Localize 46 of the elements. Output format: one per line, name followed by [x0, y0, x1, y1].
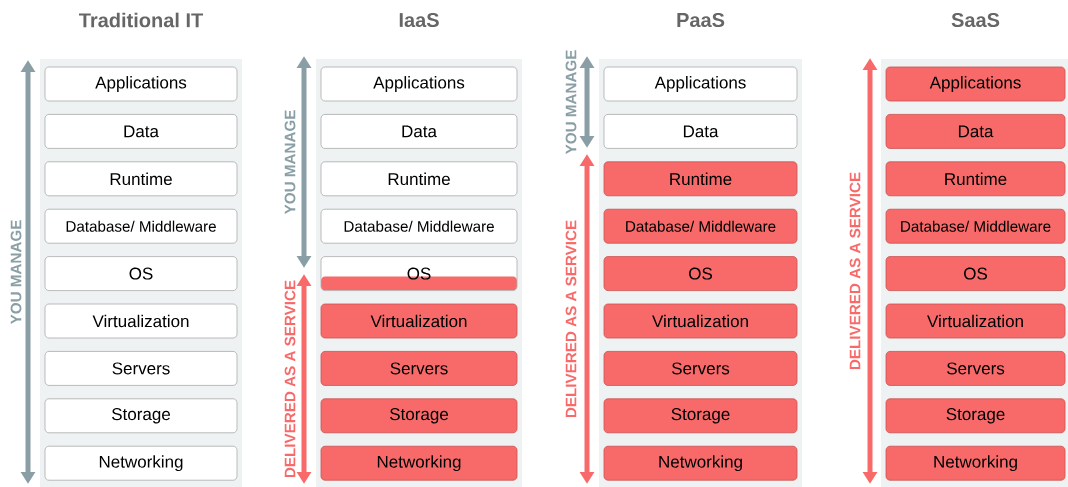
layer-box: Database/ Middleware — [603, 208, 798, 244]
layer-box: Storage — [44, 398, 238, 434]
layer-box: Storage — [885, 398, 1066, 434]
layer-box: Runtime — [44, 161, 238, 197]
span-label: DELIVERED AS A SERVICE — [565, 220, 577, 418]
layer-box: Database/ Middleware — [44, 208, 238, 244]
layer-box: Virtualization — [44, 303, 238, 339]
layer-box: Networking — [44, 445, 238, 481]
layer-box: Networking — [603, 445, 798, 481]
layer-box: Runtime — [320, 161, 518, 197]
layer-box: Servers — [44, 351, 238, 386]
layer-box: Runtime — [603, 161, 798, 197]
layer-box: Database/ Middleware — [885, 208, 1066, 244]
column-heading: PaaS — [677, 12, 725, 28]
layer-box: Data — [44, 114, 238, 149]
layer-box: OS — [885, 256, 1066, 291]
layer-box: OS — [603, 256, 798, 291]
layer-box: Servers — [320, 351, 518, 386]
layer-box: Virtualization — [320, 303, 518, 339]
span-label: DELIVERED AS A SERVICE — [849, 172, 861, 370]
layer-box: Runtime — [885, 161, 1066, 197]
layer-box: Data — [885, 114, 1066, 149]
layer-box: Servers — [603, 351, 798, 386]
layer-box: Data — [603, 114, 798, 149]
layer-box: Networking — [885, 445, 1066, 481]
layer-box: Applications — [885, 66, 1066, 102]
layer-box: Storage — [603, 398, 798, 434]
span-label: YOU MANAGE — [284, 110, 296, 215]
span-label: YOU MANAGE — [10, 220, 22, 325]
layer-box: Servers — [885, 351, 1066, 386]
layer-box: Database/ Middleware — [320, 208, 518, 244]
layer-box: Applications — [320, 66, 518, 102]
layer-box: OS — [44, 256, 238, 291]
layer-box: Storage — [320, 398, 518, 434]
layer-box: Applications — [44, 66, 238, 102]
column-heading: Traditional IT — [79, 12, 204, 28]
layer-box: Applications — [603, 66, 798, 102]
layer-box: Networking — [320, 445, 518, 481]
layer-box: Virtualization — [885, 303, 1066, 339]
layer-box: OS — [320, 256, 518, 291]
span-label: DELIVERED AS A SERVICE — [284, 280, 296, 478]
column-heading: IaaS — [399, 12, 439, 28]
layer-box: Virtualization — [603, 303, 798, 339]
column-heading: SaaS — [951, 12, 1000, 28]
layer-box: Data — [320, 114, 518, 149]
span-label: YOU MANAGE — [565, 50, 577, 155]
